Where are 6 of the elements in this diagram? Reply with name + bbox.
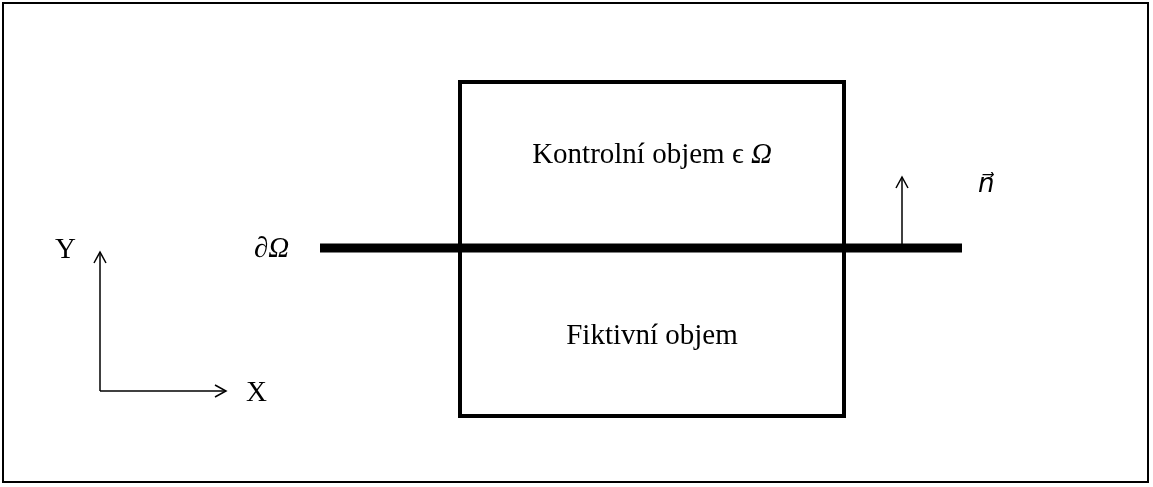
- boundary-label: ∂Ω: [254, 233, 290, 262]
- normal-vector-label: n⃗: [978, 170, 995, 196]
- axis-label: X: [246, 377, 267, 406]
- region-label: Fiktivní objem: [566, 317, 738, 351]
- axis-label: Y: [55, 234, 76, 263]
- region-label: Kontrolní objem ϵ Ω: [532, 136, 772, 170]
